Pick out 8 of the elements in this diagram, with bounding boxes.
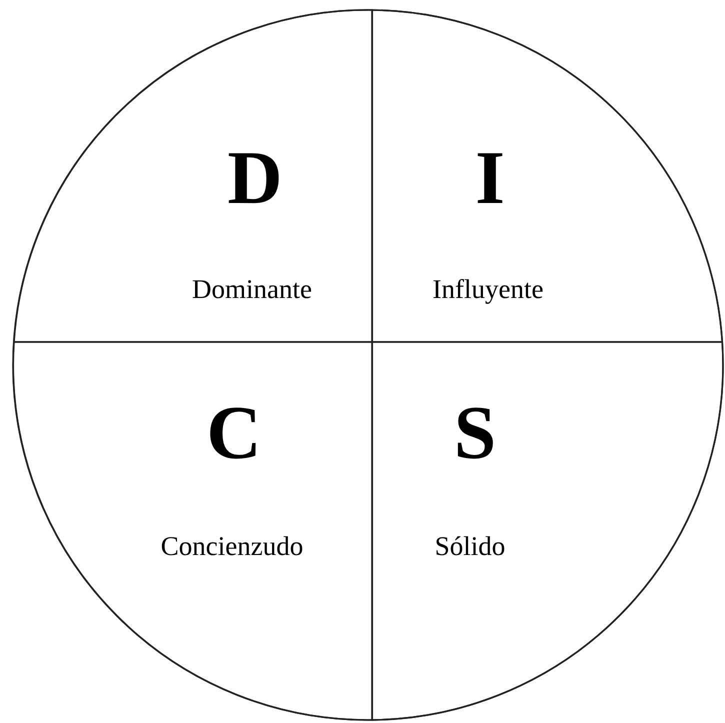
quadrant-label: Dominante: [192, 276, 312, 303]
letter-heading: D: [228, 140, 282, 216]
letter-heading: C: [206, 395, 262, 471]
letter-heading: I: [475, 140, 505, 216]
quadrant-label: Concienzudo: [160, 533, 304, 560]
letter-heading: S: [454, 395, 496, 471]
quadrant-label: Sólido: [434, 533, 506, 560]
quadrant-label: Influyente: [432, 276, 544, 303]
